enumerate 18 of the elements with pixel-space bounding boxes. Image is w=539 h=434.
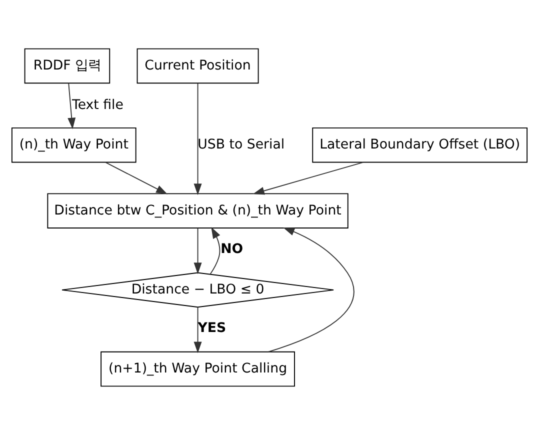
node-box: Current Position <box>136 48 259 84</box>
node-box: Lateral Boundary Offset (LBO) <box>312 126 528 162</box>
edge-label: NO <box>220 241 244 256</box>
arrow <box>194 227 202 274</box>
node-box: (n+1)_th Way Point Calling <box>100 350 295 386</box>
node-diamond: Distance − LBO ≤ 0 <box>62 272 334 308</box>
node-box: Distance btw C_Position & (n)_th Way Point <box>47 192 348 228</box>
arrow <box>68 82 76 129</box>
arrow <box>252 161 364 194</box>
node-box: (n)_th Way Point <box>11 126 136 162</box>
arrow <box>268 226 354 352</box>
arrow <box>194 306 202 353</box>
arrow <box>105 161 168 194</box>
arrow <box>210 226 220 274</box>
node-box: RDDF 입력 <box>24 48 110 84</box>
arrow <box>194 82 202 195</box>
edge-label: USB to Serial <box>198 137 285 152</box>
edge-label: Text file <box>72 98 124 113</box>
